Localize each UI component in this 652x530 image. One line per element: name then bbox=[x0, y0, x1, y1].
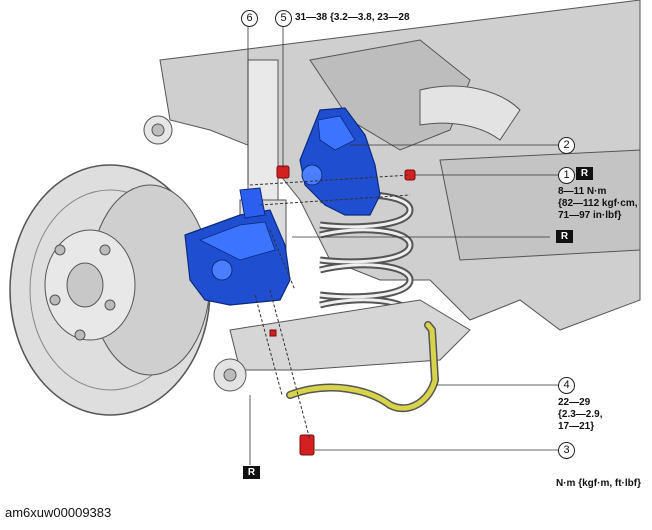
callout-2: 2 bbox=[558, 137, 575, 154]
torque-spec-4-line3: 17—21} bbox=[558, 421, 595, 432]
replace-mark-bolt-1: R bbox=[576, 167, 593, 180]
brake-caliper-removed bbox=[299, 107, 381, 216]
brake-disc bbox=[9, 164, 211, 416]
torque-spec-4-line1: 22—29 bbox=[558, 397, 591, 408]
callout-1: 1 bbox=[558, 167, 575, 184]
units-legend: N·m {kgf·m, ft·lbf} bbox=[556, 478, 641, 489]
torque-spec-4-line2: {2.3—2.9, bbox=[558, 409, 603, 420]
brake-hose bbox=[286, 321, 440, 413]
torque-spec-1: 8—11 N·m {82—112 kgf·cm, 71—97 in·lbf} bbox=[558, 186, 638, 222]
torque-spec-1-line2: {82—112 kgf·cm, bbox=[558, 198, 638, 209]
brake-caliper-installed bbox=[184, 187, 291, 306]
guide-lines bbox=[249, 174, 411, 441]
torque-spec-1-line1: 8—11 N·m bbox=[558, 186, 607, 197]
replace-mark-washer: R bbox=[243, 466, 260, 479]
callout-5: 5 bbox=[275, 10, 292, 27]
torque-spec-5: 31—38 {3.2—3.8, 23—28 bbox=[295, 12, 410, 23]
figure-code: am6xuw00009383 bbox=[5, 505, 112, 520]
callout-3: 3 bbox=[558, 442, 575, 459]
torque-spec-1-line3: 71—97 in·lbf} bbox=[558, 210, 622, 221]
torque-spec-4: 22—29 {2.3—2.9, 17—21} bbox=[558, 397, 602, 433]
leader-lines bbox=[247, 25, 560, 465]
replace-mark-caliper: R bbox=[556, 230, 573, 243]
subframe-body bbox=[143, 0, 641, 331]
callout-4: 4 bbox=[558, 377, 575, 394]
callout-6: 6 bbox=[241, 10, 258, 27]
lower-arm bbox=[213, 299, 471, 392]
